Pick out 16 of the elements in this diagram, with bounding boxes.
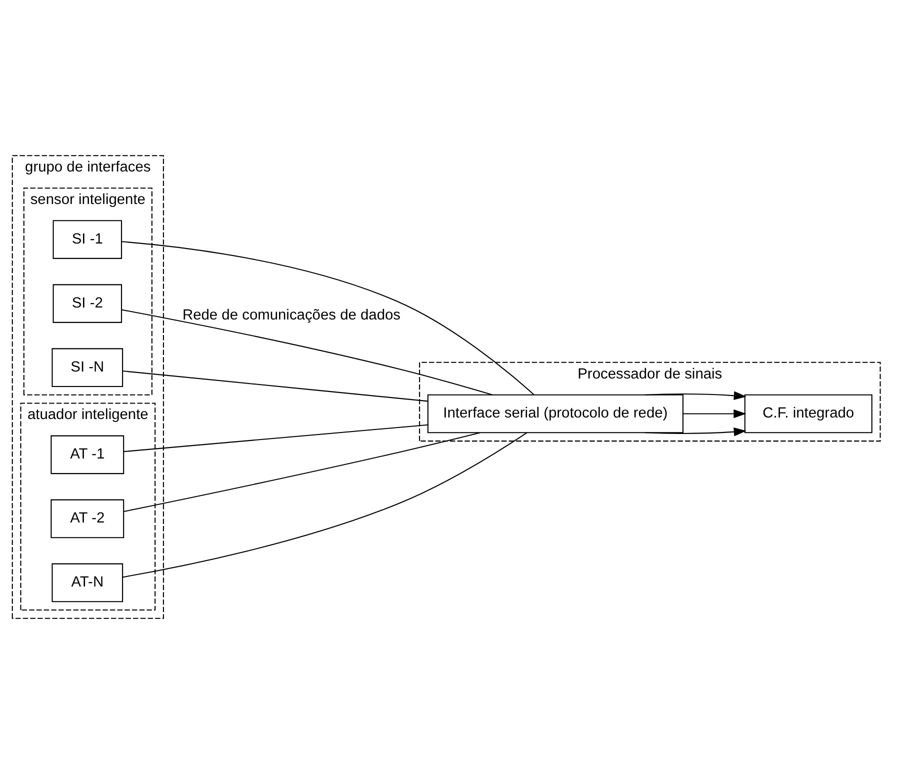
node-box: AT -2	[50, 498, 124, 538]
node-box: AT-N	[52, 562, 124, 602]
edge-label: Rede de comunicações de dados	[182, 307, 401, 324]
node-box: SI -N	[52, 348, 124, 386]
connector	[121, 308, 493, 395]
node-box: C.F. integrado	[744, 394, 872, 433]
connector	[122, 370, 428, 402]
node-box: SI -2	[52, 284, 122, 322]
arrow	[644, 426, 746, 436]
node-box: AT -1	[50, 434, 124, 474]
arrow	[644, 390, 746, 400]
connector	[122, 240, 534, 394]
arrow	[683, 408, 746, 418]
connector	[124, 424, 428, 452]
node-box: Interface serial (protocolo de rede)	[427, 394, 684, 433]
node-box: SI -1	[52, 220, 122, 258]
